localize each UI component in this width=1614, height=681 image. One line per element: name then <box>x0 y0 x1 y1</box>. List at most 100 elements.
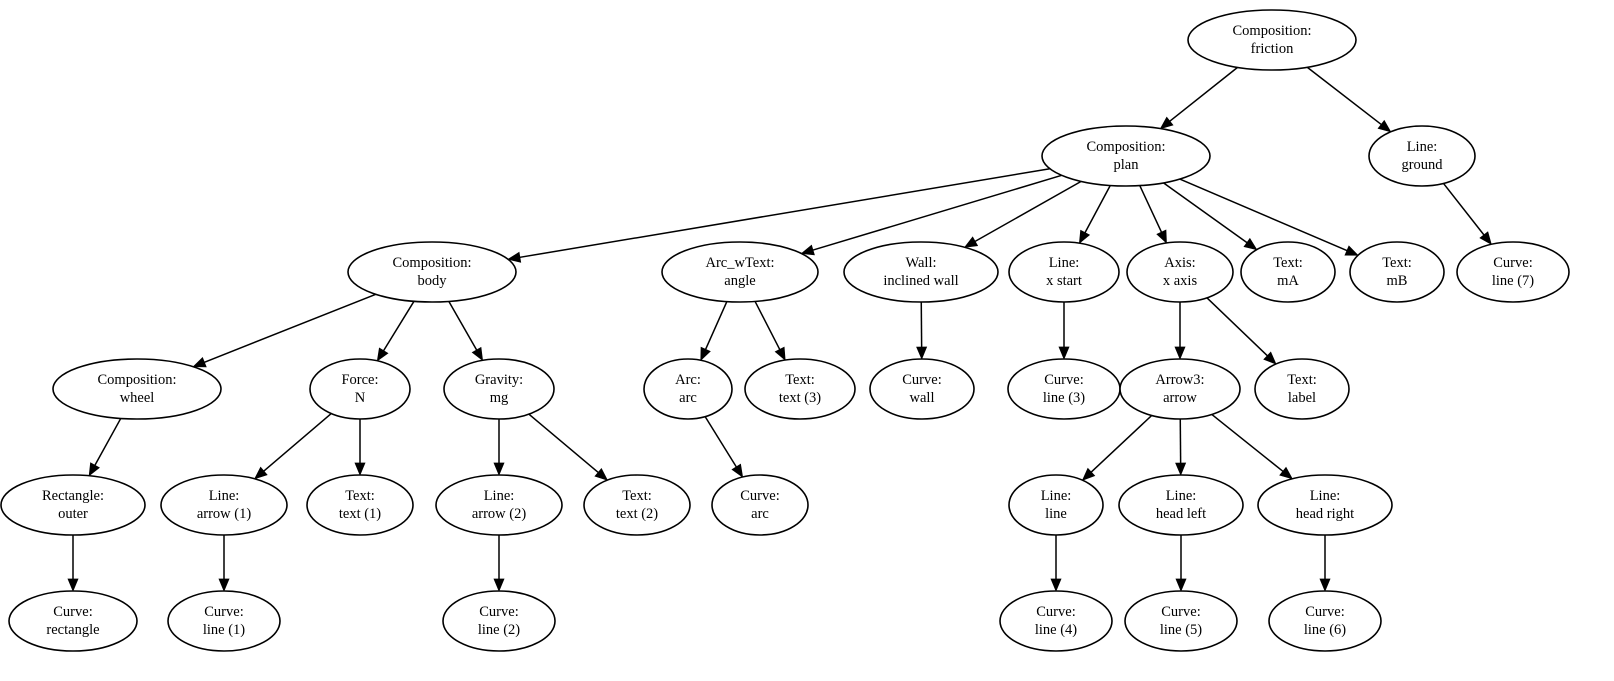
node-label-line1-xaxis: Axis: <box>1164 255 1195 271</box>
graph-node-text1[interactable]: Text: text (1) <box>306 474 414 536</box>
node-label-line1-curverect: Curve: <box>53 604 92 620</box>
node-ellipse-line2[interactable] <box>442 590 556 652</box>
node-label-mB: Text:mB <box>1382 255 1412 289</box>
node-label-line1-text1: Text: <box>345 488 375 504</box>
graph-node-xstart[interactable]: Line:x start <box>1008 241 1120 303</box>
node-ellipse-angle[interactable] <box>661 241 819 303</box>
node-label-line2-text1: text (1) <box>339 506 381 522</box>
node-ellipse-line7[interactable] <box>1456 241 1570 303</box>
node-ellipse-text3[interactable] <box>744 358 856 420</box>
graph-node-line7[interactable]: Curve:line (7) <box>1456 241 1570 303</box>
node-ellipse-line3[interactable] <box>1007 358 1121 420</box>
node-ellipse-arrow2[interactable] <box>435 474 563 536</box>
node-label-line3: Curve:line (3) <box>1043 372 1085 406</box>
node-label-line2-ground: ground <box>1401 157 1443 173</box>
node-ellipse-curvewall[interactable] <box>869 358 975 420</box>
arrowhead-icon <box>1175 462 1187 476</box>
node-label-forceN: Force:N <box>341 372 378 406</box>
graph-node-ground[interactable]: Line:ground <box>1368 125 1476 187</box>
node-ellipse-forceN[interactable] <box>309 358 411 420</box>
graph-node-curvearc[interactable]: Curve:arc <box>711 474 809 536</box>
graph-node-line4[interactable]: Curve:line (4) <box>999 590 1113 652</box>
node-ellipse-line5[interactable] <box>1124 590 1238 652</box>
graph-node-arc[interactable]: Arc:arc <box>643 358 733 420</box>
graph-node-text3[interactable]: Text:text (3) <box>744 358 856 420</box>
node-ellipse-label[interactable] <box>1254 358 1350 420</box>
graph-node-headright[interactable]: Line:head right <box>1257 474 1393 536</box>
node-label-line2-angle: angle <box>724 273 755 289</box>
node-label-line2-mB: mB <box>1387 273 1408 289</box>
node-ellipse-curvearc[interactable] <box>711 474 809 536</box>
node-ellipse-gravitymg[interactable] <box>443 358 555 420</box>
arrowhead-icon <box>1078 229 1091 245</box>
arrowhead-icon <box>493 578 505 592</box>
graph-node-headleft[interactable]: Line:head left <box>1118 474 1244 536</box>
graph-node-text2[interactable]: Text:text (2) <box>583 474 691 536</box>
arrowhead-icon <box>1174 346 1186 360</box>
graph-node-arrow3[interactable]: Arrow3:arrow <box>1119 358 1241 420</box>
node-ellipse-line1[interactable] <box>167 590 281 652</box>
node-ellipse-rectouter[interactable] <box>0 474 146 536</box>
edge-xaxis-to-label <box>1206 297 1268 357</box>
graph-node-mA[interactable]: Text:mA <box>1240 241 1336 303</box>
graph-node-wheel[interactable]: Composition:wheel <box>52 358 222 420</box>
node-ellipse-mA[interactable] <box>1240 241 1336 303</box>
graph-node-gravitymg[interactable]: Gravity:mg <box>443 358 555 420</box>
graph-node-xaxis[interactable]: Axis: x axis <box>1126 241 1234 303</box>
graph-node-body[interactable]: Composition:body <box>347 241 517 303</box>
node-label-line1-line4: Curve: <box>1036 604 1075 620</box>
node-label-line2-line6: line (6) <box>1304 622 1346 638</box>
node-label-xstart: Line:x start <box>1046 255 1082 289</box>
graph-node-angle[interactable]: Arc_wText:angle <box>661 241 819 303</box>
graph-node-inclinedwall[interactable]: Wall:inclined wall <box>843 241 999 303</box>
graph-node-line5[interactable]: Curve:line (5) <box>1124 590 1238 652</box>
node-label-plan: Composition:plan <box>1087 139 1166 173</box>
graph-node-curverect[interactable]: Curve:rectangle <box>8 590 138 652</box>
node-ellipse-text2[interactable] <box>583 474 691 536</box>
graph-node-arrow1[interactable]: Line:arrow (1) <box>160 474 288 536</box>
node-ellipse-arrow3[interactable] <box>1119 358 1241 420</box>
graph-node-forceN[interactable]: Force:N <box>309 358 411 420</box>
node-label-gravitymg: Gravity:mg <box>475 372 523 406</box>
graph-node-label[interactable]: Text:label <box>1254 358 1350 420</box>
node-ellipse-arrow1[interactable] <box>160 474 288 536</box>
graph-node-line1[interactable]: Curve:line (1) <box>167 590 281 652</box>
node-label-line2-curvearc: arc <box>751 506 769 522</box>
node-ellipse-ground[interactable] <box>1368 125 1476 187</box>
graph-node-line3[interactable]: Curve:line (3) <box>1007 358 1121 420</box>
arrowhead-icon <box>774 346 786 361</box>
graph-node-plan[interactable]: Composition:plan <box>1041 125 1211 187</box>
arrowhead-icon <box>493 462 505 476</box>
node-ellipse-mB[interactable] <box>1349 241 1445 303</box>
graph-node-arrow2[interactable]: Line:arrow (2) <box>435 474 563 536</box>
graph-node-rectouter[interactable]: Rectangle:outer <box>0 474 146 536</box>
node-ellipse-curverect[interactable] <box>8 590 138 652</box>
node-label-line1-xstart: Line: <box>1049 255 1080 271</box>
node-ellipse-lineline[interactable] <box>1008 474 1104 536</box>
node-ellipse-headleft[interactable] <box>1118 474 1244 536</box>
node-label-angle: Arc_wText:angle <box>705 255 774 289</box>
graph-node-curvewall[interactable]: Curve:wall <box>869 358 975 420</box>
node-label-curvewall: Curve:wall <box>902 372 941 406</box>
node-label-line2-xaxis: x axis <box>1163 273 1198 289</box>
node-ellipse-friction[interactable] <box>1187 9 1357 71</box>
node-ellipse-text1[interactable] <box>306 474 414 536</box>
node-ellipse-body[interactable] <box>347 241 517 303</box>
edge-gravitymg-to-text2 <box>528 413 599 473</box>
graph-node-lineline[interactable]: Line:line <box>1008 474 1104 536</box>
node-ellipse-headright[interactable] <box>1257 474 1393 536</box>
arrowhead-icon <box>471 346 484 362</box>
node-ellipse-line4[interactable] <box>999 590 1113 652</box>
node-ellipse-line6[interactable] <box>1268 590 1382 652</box>
graph-node-line6[interactable]: Curve:line (6) <box>1268 590 1382 652</box>
node-ellipse-wheel[interactable] <box>52 358 222 420</box>
node-ellipse-xaxis[interactable] <box>1126 241 1234 303</box>
node-ellipse-inclinedwall[interactable] <box>843 241 999 303</box>
node-ellipse-plan[interactable] <box>1041 125 1211 187</box>
graph-node-friction[interactable]: Composition:friction <box>1187 9 1357 71</box>
node-ellipse-xstart[interactable] <box>1008 241 1120 303</box>
graph-node-mB[interactable]: Text:mB <box>1349 241 1445 303</box>
node-ellipse-arc[interactable] <box>643 358 733 420</box>
graph-node-line2[interactable]: Curve:line (2) <box>442 590 556 652</box>
